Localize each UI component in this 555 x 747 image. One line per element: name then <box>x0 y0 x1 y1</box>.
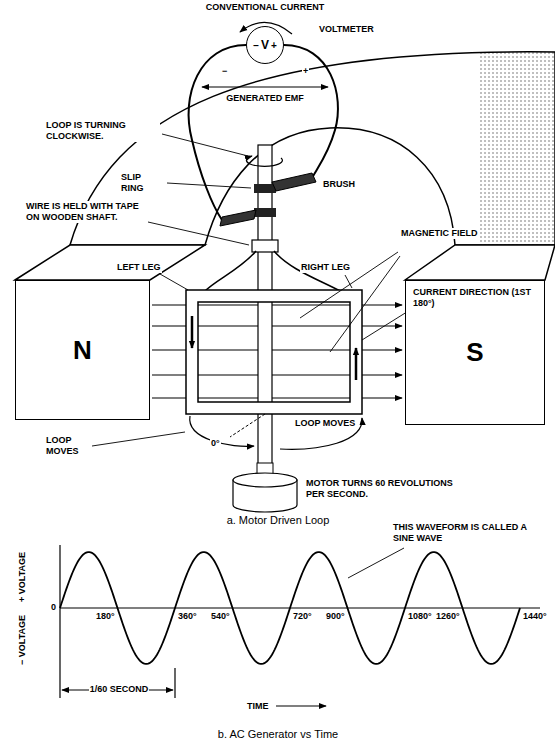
node-text: S <box>466 337 483 368</box>
part-label: MAGNETIC FIELD <box>400 228 480 239</box>
axis-label: − VOLTAGE <box>17 614 28 666</box>
magnet-top-face <box>405 245 555 280</box>
note-label: WIRE IS HELD WITH TAPE ON WOODEN SHAFT. <box>25 201 147 223</box>
current-arrow <box>355 348 358 380</box>
wire <box>284 45 338 178</box>
slip-ring <box>254 184 276 193</box>
motor <box>233 473 297 487</box>
axis <box>60 607 540 608</box>
wire-loop <box>186 290 362 414</box>
part-label: LEFT LEG <box>116 262 162 273</box>
node-text: − <box>253 40 259 51</box>
note-label: CURRENT DIRECTION (1ST 180°) <box>412 287 540 309</box>
node-text: + <box>271 40 277 51</box>
sub-caption: a. Motor Driven Loop <box>153 514 403 527</box>
degree-label: 1080° <box>407 611 433 622</box>
part-label: SLIP RING <box>120 172 166 194</box>
zero-degree-line <box>230 414 265 437</box>
voltmeter-symbol: −V+ <box>246 26 284 64</box>
magnet-top-face <box>15 245 205 280</box>
polarity-sign: − <box>221 66 228 77</box>
degree-label: 180° <box>88 611 116 622</box>
node-text: V <box>261 38 269 52</box>
note-label: THIS WAVEFORM IS CALLED A SINE WAVE <box>392 522 542 544</box>
brush <box>272 173 316 191</box>
degree-label: 720° <box>292 611 313 622</box>
sine-wave <box>60 552 520 664</box>
part-label: GENERATED EMF <box>205 93 325 104</box>
rotation-arrow <box>246 156 282 166</box>
note-label: LOOP IS TURNING CLOCKWISE. <box>45 120 160 142</box>
emf-arrow <box>202 86 328 87</box>
polarity-sign: + <box>302 66 309 77</box>
magnet-shading <box>478 52 555 245</box>
time-label: 1/60 SECOND <box>74 684 164 695</box>
part-label: VOLTMETER <box>318 24 375 35</box>
slip-ring <box>254 208 276 217</box>
note-label: MOTOR TURNS 60 REVOLUTIONS PER SECOND. <box>305 478 455 500</box>
title-label: CONVENTIONAL CURRENT <box>190 2 340 13</box>
part-label: BRUSH <box>322 179 356 190</box>
sub-caption: b. AC Generator vs Time <box>153 728 403 741</box>
magnet-pole: N <box>15 280 150 420</box>
wire <box>189 45 246 220</box>
degree-label: 900° <box>318 611 346 622</box>
degree-label: 360° <box>177 611 198 622</box>
note-label: LOOP MOVES <box>45 435 91 457</box>
axis-label: 0 <box>50 602 57 613</box>
degree-label: 1260° <box>433 611 461 622</box>
degree-label: 540° <box>203 611 231 622</box>
part-label: RIGHT LEG <box>300 262 351 273</box>
node-text: N <box>73 335 92 366</box>
bracket <box>174 668 175 698</box>
axis-label: + VOLTAGE <box>17 551 28 603</box>
time-arrow <box>276 705 326 706</box>
motion-arrow <box>280 418 362 449</box>
wire <box>204 251 256 292</box>
note-label: LOOP MOVES <box>294 418 356 429</box>
axis-label: TIME <box>246 701 270 712</box>
degree-label: 1440° <box>522 611 548 622</box>
current-arrow <box>191 316 194 348</box>
brush <box>220 210 256 226</box>
axis <box>59 545 60 698</box>
angle-label: 0° <box>210 438 221 449</box>
tape <box>252 240 278 252</box>
motion-arrow <box>190 416 254 446</box>
